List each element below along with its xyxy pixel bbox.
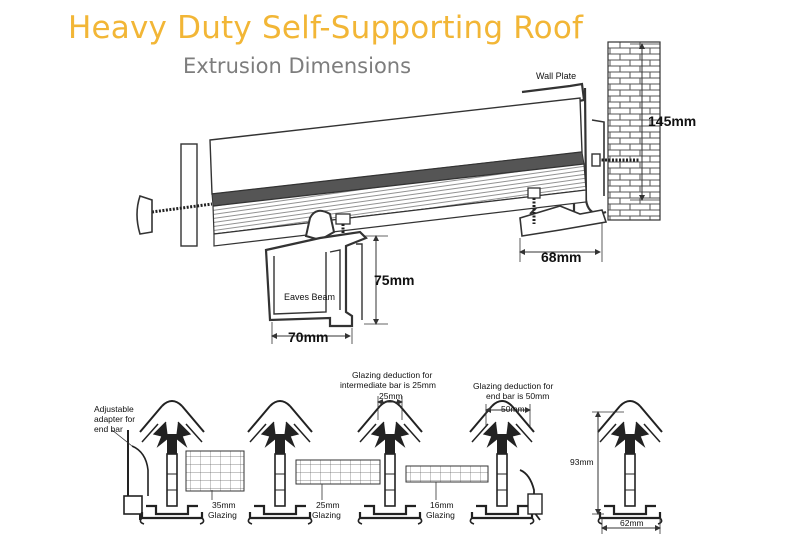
eaves-beam — [264, 230, 368, 328]
dim-62-label: 62mm — [620, 518, 644, 528]
glazing35-value: 35mm — [212, 500, 236, 510]
deduction-end-line2: end bar is 50mm — [486, 391, 549, 401]
wall-plate-label: Wall Plate — [536, 71, 576, 81]
glazing-panel-35 — [185, 450, 245, 492]
page-subtitle: Extrusion Dimensions — [183, 54, 412, 78]
deduction-intermediate-line1: Glazing deduction for — [352, 370, 432, 380]
brick-wall — [607, 41, 661, 221]
dim-25-label: 25mm — [379, 391, 403, 401]
dim-70-label: 70mm — [288, 329, 328, 345]
glazing-panel-16 — [405, 465, 489, 483]
dim-145-label: 145mm — [648, 113, 696, 129]
dim-68-label: 68mm — [541, 249, 581, 265]
adapter-label-line1: Adjustable — [94, 404, 134, 414]
deduction-end-line1: Glazing deduction for — [473, 381, 553, 391]
glazing35-word: Glazing — [208, 510, 237, 520]
page-title: Heavy Duty Self-Supporting Roof — [68, 10, 584, 46]
glazing25-word: Glazing — [312, 510, 341, 520]
eaves-beam-label: Eaves Beam — [284, 292, 335, 302]
dim-75-label: 75mm — [374, 272, 414, 288]
dim-50-label: 50mm — [501, 404, 525, 414]
glazing-panel-25 — [295, 459, 381, 485]
bar-profile-4 — [468, 399, 536, 526]
deduction-intermediate-line2: intermediate bar is 25mm — [340, 380, 436, 390]
end-cap — [180, 143, 198, 247]
glazing25-value: 25mm — [316, 500, 340, 510]
bar-profile-5 — [596, 399, 664, 526]
adapter-label-line2: adapter for — [94, 414, 135, 424]
glazing16-word: Glazing — [426, 510, 455, 520]
adapter-label-line3: end bar — [94, 424, 123, 434]
dim-93-label: 93mm — [570, 457, 594, 467]
glazing16-value: 16mm — [430, 500, 454, 510]
